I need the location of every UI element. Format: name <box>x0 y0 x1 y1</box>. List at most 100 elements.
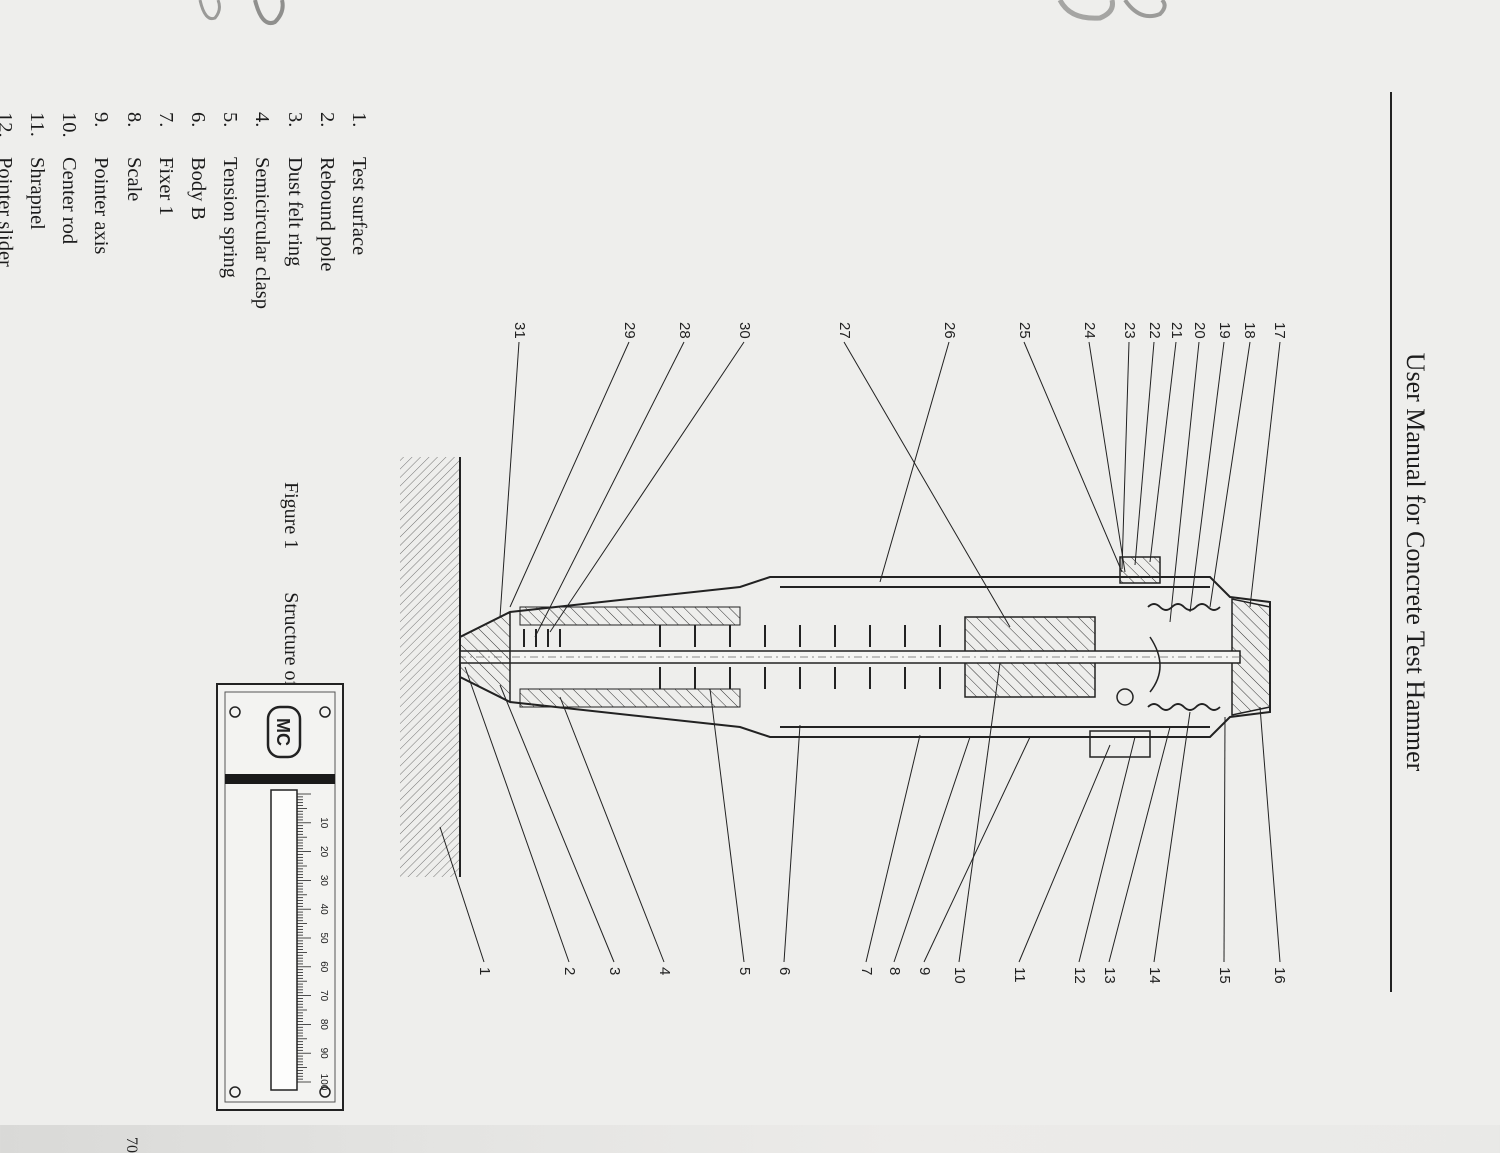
callout-6: 6 <box>776 724 801 975</box>
part-number: 3. <box>283 112 306 128</box>
callout-5: 5 <box>709 688 753 975</box>
part-name: Fixer 1 <box>154 157 177 216</box>
callout-1: 1 <box>439 826 493 975</box>
svg-text:28: 28 <box>676 322 693 339</box>
svg-text:30: 30 <box>736 322 753 339</box>
callout-11: 11 <box>1011 744 1111 983</box>
parts-list-item: 10. Center rod <box>53 112 85 450</box>
compression-spring <box>659 625 941 689</box>
parts-list-item: 11. Shrapnel <box>21 112 53 450</box>
rotated-page-content: User Manual for Concrete Test Hammer <box>0 37 1450 1153</box>
part-number: 7. <box>154 112 177 128</box>
part-number: 9. <box>90 112 113 128</box>
parts-list-item: 3.Dust felt ring <box>278 112 310 450</box>
rebound-pole-nose <box>459 606 741 708</box>
scale-tick-label: 80 <box>318 1019 329 1031</box>
scale-tick-label: 20 <box>318 846 329 858</box>
svg-text:3: 3 <box>606 967 623 975</box>
hammer-cross-section-diagram: 17 18 19 20 21 22 23 24 25 26 27 30 28 2… <box>400 322 1288 984</box>
binder-rings <box>198 0 1167 25</box>
svg-text:11: 11 <box>1011 967 1028 983</box>
svg-text:1: 1 <box>476 967 493 975</box>
parts-list-item: 12. Pointer slider <box>0 112 21 450</box>
callout-25: 25 <box>1016 322 1123 573</box>
callout-17: 17 <box>1249 322 1288 608</box>
scale-tick-label: 90 <box>318 1048 329 1060</box>
scale-tick-label: 10 <box>318 817 329 829</box>
part-name: Center rod <box>58 157 81 245</box>
callout-9: 9 <box>916 736 1031 975</box>
parts-list-item: 9. Pointer axis <box>85 112 117 450</box>
parts-list-item: 1. Test surface <box>343 112 375 450</box>
scale-tick-label: 30 <box>318 875 329 887</box>
part-number: 4. <box>251 112 274 128</box>
page-header-title: User Manual for Concrete Test Hammer <box>1401 352 1430 772</box>
svg-text:10: 10 <box>951 967 968 984</box>
tension-spring <box>1147 603 1221 711</box>
svg-text:19: 19 <box>1216 322 1233 339</box>
part-number: 2. <box>315 112 338 128</box>
part-name: Semicircular clasp <box>251 157 274 309</box>
callout-23: 23 <box>1121 322 1138 570</box>
scale-ticks <box>297 793 311 1083</box>
part-name: Shrapnel <box>25 157 48 230</box>
callout-16: 16 <box>1259 706 1288 984</box>
scale-window <box>270 789 298 1091</box>
center-rod <box>459 650 1241 664</box>
svg-text:5: 5 <box>736 967 753 975</box>
callout-28: 28 <box>534 322 693 638</box>
callout-24: 24 <box>1081 322 1126 573</box>
callout-31: 31 <box>499 322 528 618</box>
part-name: Pointer slider <box>0 157 16 267</box>
svg-text:29: 29 <box>621 322 638 339</box>
pointer-mechanism <box>1089 556 1161 758</box>
scale-tick-label: 70 <box>318 990 329 1002</box>
callout-2: 2 <box>464 666 578 975</box>
part-number: 12. <box>0 112 16 138</box>
figure-label: Figure 1 <box>280 482 302 550</box>
parts-list-item: 7. Fixer 1 <box>150 112 182 450</box>
part-number: 11. <box>25 112 48 137</box>
part-name: Rebound pole <box>315 157 338 272</box>
scale-tick-label: 50 <box>318 932 329 944</box>
callout-27: 27 <box>836 322 1011 628</box>
part-number: 1. <box>348 112 370 128</box>
svg-text:14: 14 <box>1146 967 1163 984</box>
part-name: Pointer axis <box>90 157 113 255</box>
svg-text:16: 16 <box>1271 967 1288 984</box>
parts-list-item: 8. Scale <box>117 112 149 450</box>
svg-text:8: 8 <box>886 967 903 975</box>
callout-3: 3 <box>499 684 623 975</box>
part-number: 8. <box>122 112 145 128</box>
svg-text:15: 15 <box>1216 967 1233 984</box>
svg-text:17: 17 <box>1271 322 1288 339</box>
callout-4: 4 <box>559 696 673 975</box>
svg-text:2: 2 <box>561 967 578 975</box>
svg-text:22: 22 <box>1146 322 1163 339</box>
callouts-right: 16 15 14 13 12 11 10 9 8 7 6 5 4 3 2 1 <box>439 662 1288 984</box>
callout-29: 29 <box>509 322 638 608</box>
callout-30: 30 <box>549 322 753 633</box>
callout-18: 18 <box>1209 322 1258 608</box>
svg-text:31: 31 <box>511 322 528 339</box>
callout-13: 13 <box>1101 726 1171 984</box>
callout-19: 19 <box>1189 322 1233 613</box>
callout-10: 10 <box>951 662 1001 984</box>
part-name: Test surface <box>348 157 370 256</box>
svg-text:20: 20 <box>1191 322 1208 339</box>
parts-list-item: 4. Semicircular clasp <box>246 112 278 450</box>
parts-list-item: 2. Rebound pole <box>311 112 343 450</box>
part-name: Scale <box>122 157 145 202</box>
svg-text:27: 27 <box>836 322 853 339</box>
svg-text:25: 25 <box>1016 322 1033 339</box>
svg-text:23: 23 <box>1121 322 1138 339</box>
scale-tick-label: 40 <box>318 904 329 916</box>
test-surface <box>400 457 461 877</box>
callout-8: 8 <box>886 736 971 975</box>
part-number: 6. <box>186 112 209 128</box>
svg-text:26: 26 <box>941 322 958 339</box>
part-number: 10. <box>58 112 81 138</box>
